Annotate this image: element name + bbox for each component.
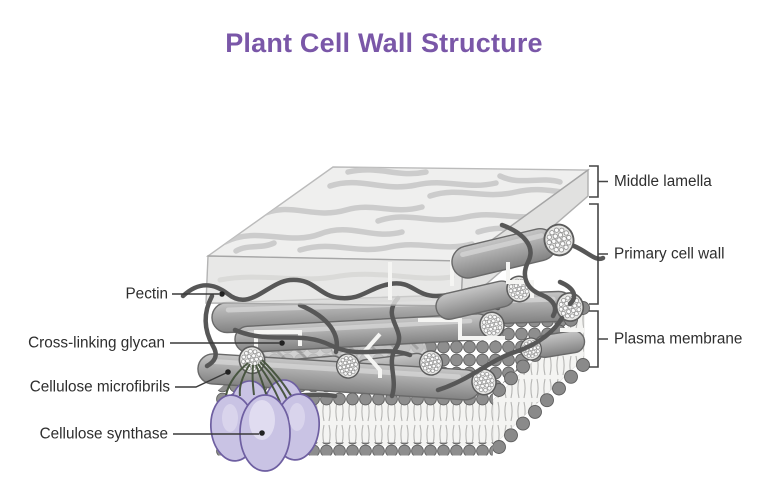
label-plasma-membrane: Plasma membrane <box>614 331 742 348</box>
synthase-highlight <box>249 400 275 440</box>
label-primary-cell-wall: Primary cell wall <box>614 246 725 263</box>
microfibril-cluster-right <box>435 220 606 320</box>
leader-lines <box>170 293 279 435</box>
leader-dots <box>219 291 285 436</box>
label-cellulose-microfibrils: Cellulose microfibrils <box>30 379 171 396</box>
label-cellulose-synthase: Cellulose synthase <box>40 426 168 443</box>
bracket-plasma-membrane <box>589 310 608 368</box>
label-cross-linking-glycan: Cross-linking glycan <box>28 335 165 352</box>
synthase-highlight <box>289 403 305 431</box>
cross-linking-glycans <box>254 318 584 378</box>
label-middle-lamella: Middle lamella <box>614 173 712 190</box>
synthase-highlight <box>222 404 238 432</box>
bracket-middle-lamella <box>589 165 608 198</box>
label-pectin: Pectin <box>125 286 168 303</box>
microfibrils-leader <box>175 372 227 388</box>
page-title: Plant Cell Wall Structure <box>225 28 543 58</box>
cellulose-synthase-complex <box>210 343 320 472</box>
layer-brackets <box>589 165 608 368</box>
pectin-strands <box>499 222 606 319</box>
pectin-strand-front <box>180 277 491 369</box>
bracket-primary-cell-wall <box>589 203 608 305</box>
